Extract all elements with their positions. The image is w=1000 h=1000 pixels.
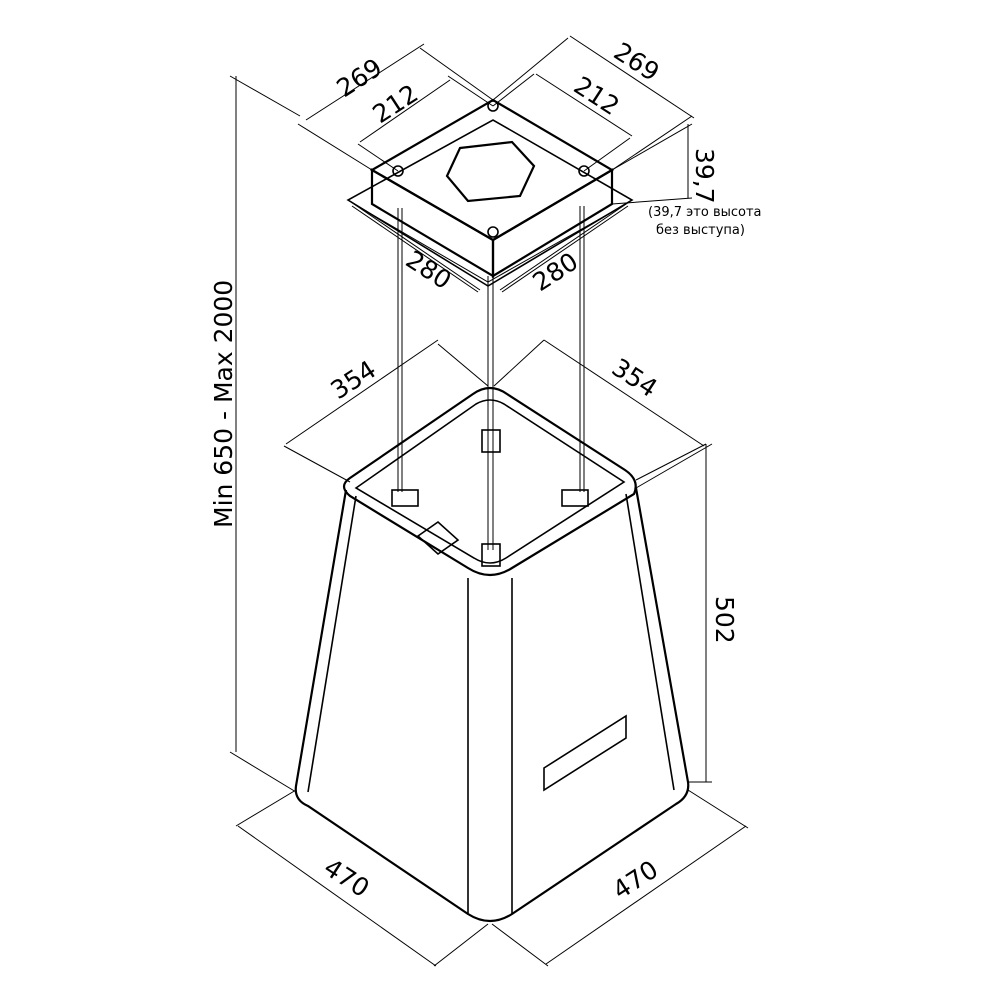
label-plate-height: 39,7 xyxy=(690,148,719,204)
duct-opening-hexagon xyxy=(445,140,536,203)
label-hood-bottom-left: 470 xyxy=(319,853,375,903)
hood-right-panel-line xyxy=(625,493,675,791)
label-hood-bottom-right: 470 xyxy=(607,855,663,905)
bracket-right xyxy=(561,489,589,507)
mounting-plate xyxy=(346,98,634,287)
label-hole-spacing-left: 212 xyxy=(367,79,423,129)
hood-body xyxy=(294,386,690,923)
control-panel xyxy=(543,714,627,792)
screw-hole-front xyxy=(487,226,499,238)
dimension-labels: 269 269 212 212 39,7 (39,7 это высота бе… xyxy=(209,37,762,905)
label-overall-height: Min 650 - Max 2000 xyxy=(209,280,238,528)
label-hood-height: 502 xyxy=(710,596,739,644)
screw-hole-right xyxy=(578,165,590,177)
label-hood-top-right: 354 xyxy=(607,353,663,403)
hood-left-panel-line xyxy=(307,495,357,793)
label-top-outer-left: 269 xyxy=(331,53,387,103)
label-flange-left: 280 xyxy=(401,245,457,295)
label-height-note-line1: (39,7 это высота xyxy=(648,205,762,220)
label-height-note-line2: без выступа) xyxy=(656,223,745,238)
cable-inlet xyxy=(416,520,460,556)
plate-flange-edge xyxy=(353,203,627,283)
screw-hole-back xyxy=(487,100,499,112)
dimension-lines xyxy=(229,35,749,967)
hood-top-rim xyxy=(342,386,637,577)
bracket-front xyxy=(481,543,501,567)
bracket-left xyxy=(391,489,419,507)
label-flange-right: 280 xyxy=(527,247,583,297)
hood-outline xyxy=(294,487,690,923)
screw-hole-left xyxy=(392,165,404,177)
bracket-back xyxy=(481,429,501,453)
